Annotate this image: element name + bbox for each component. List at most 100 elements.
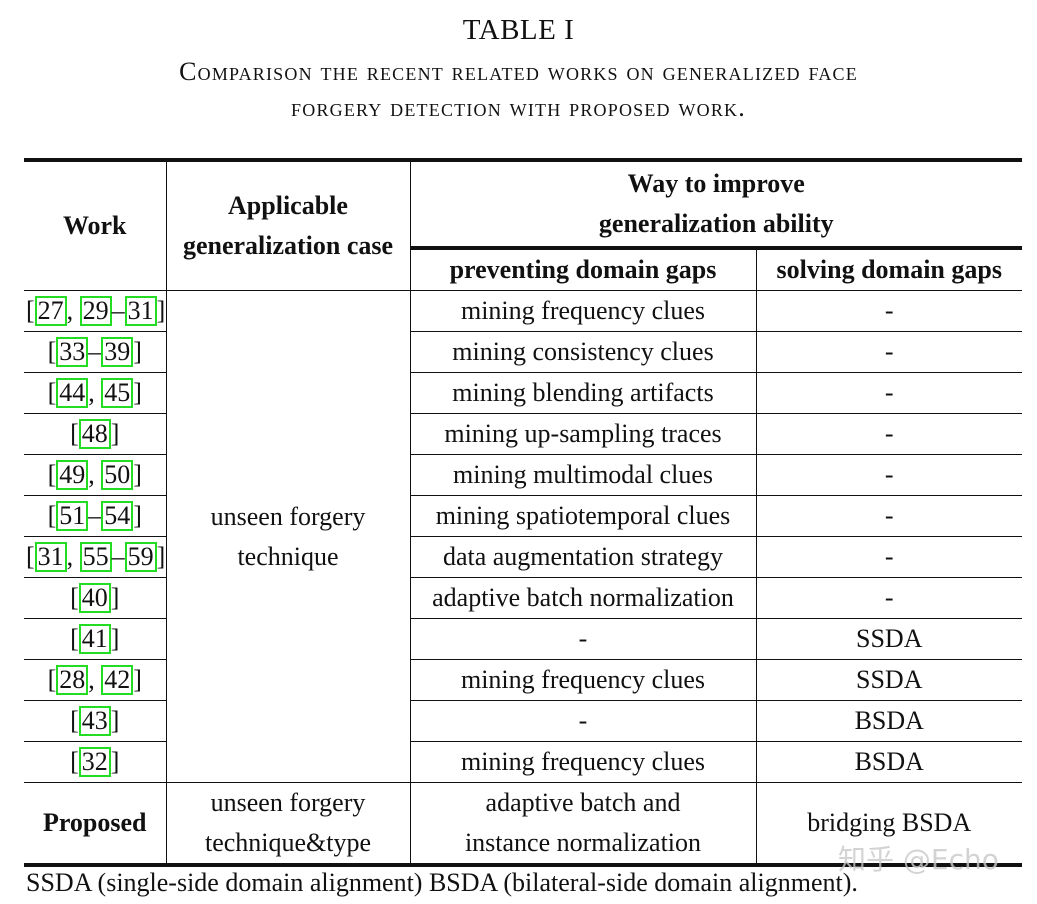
solving-cell: SSDA (755, 659, 1023, 701)
case-line-1: unseen forgery (210, 501, 366, 531)
watermark: 知乎 @Echo (838, 843, 999, 876)
work-cell: [48] (24, 413, 167, 455)
citation-link[interactable]: 39 (101, 337, 134, 367)
work-cell: [40] (24, 577, 167, 619)
citation-separator: – (111, 296, 125, 325)
solving-cell: BSDA (755, 741, 1023, 783)
case-line-2: technique (237, 541, 339, 571)
citation-link[interactable]: 31 (34, 542, 67, 572)
citation-link[interactable]: 59 (124, 542, 157, 572)
citation-separator: – (88, 337, 102, 366)
citation-link[interactable]: 54 (101, 501, 134, 531)
solving-cell: - (755, 331, 1023, 373)
table-body: [27, 29–31] unseen forgery technique mining… (24, 290, 1023, 866)
preventing-cell: mining blending artifacts (409, 372, 757, 414)
preventing-cell: mining spatiotemporal clues (409, 495, 757, 537)
solving-cell: - (755, 495, 1023, 537)
table-row: [27, 29–31] unseen forgery technique mining… (24, 290, 1023, 783)
header-preventing: preventing domain gaps (410, 246, 757, 291)
citation-separator: , (66, 542, 80, 571)
citation-link[interactable]: 27 (34, 296, 67, 326)
proposed-row: Proposed unseen forgery technique&type adap… (24, 782, 1023, 866)
solving-cell: - (755, 536, 1023, 578)
header-way-line-1: Way to improve (627, 169, 805, 198)
proposed-case-line-1: unseen forgery (210, 788, 366, 817)
work-cell: [43] (24, 700, 167, 742)
proposed-preventing-cell: adaptive batch and instance normalization (409, 782, 757, 866)
shared-case-cell: unseen forgery technique (165, 290, 411, 783)
table-row: [40] adaptive batch normalization- (24, 577, 1023, 619)
work-cell: [28, 42] (24, 659, 167, 701)
preventing-cell: data augmentation strategy (409, 536, 757, 578)
work-cell: [44, 45] (24, 372, 167, 414)
proposed-solving-cell: bridging BSDA (755, 782, 1023, 866)
preventing-cell: mining frequency clues (409, 741, 757, 783)
work-cell: [51–54] (24, 495, 167, 537)
work-cell: [33–39] (24, 331, 167, 373)
citation-link[interactable]: 44 (56, 378, 89, 408)
table-row: [49, 50]mining multimodal clues- (24, 454, 1023, 496)
citation-link[interactable]: 51 (56, 501, 89, 531)
citation-link[interactable]: 48 (78, 419, 111, 449)
citation-link[interactable]: 49 (56, 460, 89, 490)
header-way-line-2: generalization ability (598, 209, 834, 238)
preventing-cell: mining consistency clues (409, 331, 757, 373)
solving-cell: BSDA (755, 700, 1023, 742)
preventing-cell: adaptive batch normalization (409, 577, 757, 619)
preventing-cell: - (409, 618, 757, 660)
solving-cell: - (755, 372, 1023, 414)
citation-link[interactable]: 28 (56, 665, 89, 695)
work-cell: [49, 50] (24, 454, 167, 496)
citation-separator: – (111, 542, 125, 571)
comparison-table: Work Applicable generalization case Way … (24, 158, 1023, 867)
citation-link[interactable]: 32 (78, 747, 111, 777)
solving-cell: - (755, 577, 1023, 619)
citation-link[interactable]: 40 (78, 583, 111, 613)
citation-link[interactable]: 41 (78, 624, 111, 654)
work-cell: [41] (24, 618, 167, 660)
citation-link[interactable]: 33 (56, 337, 89, 367)
citation-link[interactable]: 42 (101, 665, 134, 695)
solving-cell: - (755, 290, 1023, 332)
citation-link[interactable]: 29 (79, 296, 112, 326)
table-row: [31, 55–59] data augmentation strategy- (24, 536, 1023, 578)
preventing-cell: mining frequency clues (409, 659, 757, 701)
caption-line-2: forgery detection with proposed work. (291, 93, 746, 122)
work-cell: [27, 29–31] (24, 290, 167, 332)
proposed-work-cell: Proposed (24, 782, 167, 866)
header-applicable-case: Applicable generalization case (165, 159, 411, 291)
citation-link[interactable]: 31 (124, 296, 157, 326)
proposed-case-line-2: technique&type (204, 828, 372, 857)
solving-cell: - (755, 454, 1023, 496)
citation-link[interactable]: 55 (79, 542, 112, 572)
header-solving: solving domain gaps (755, 246, 1023, 291)
citation-link[interactable]: 50 (101, 460, 134, 490)
proposed-preventing-line-2: instance normalization (464, 828, 702, 857)
caption-line-1: Comparison the recent related works on g… (179, 57, 858, 86)
preventing-cell: mining frequency clues (409, 290, 757, 332)
header-case-line-1: Applicable (228, 191, 348, 220)
citation-separator: – (88, 501, 102, 530)
preventing-cell: mining up-sampling traces (409, 413, 757, 455)
citation-separator: , (88, 460, 102, 489)
solving-cell: SSDA (755, 618, 1023, 660)
citation-link[interactable]: 45 (101, 378, 134, 408)
preventing-cell: - (409, 700, 757, 742)
citation-link[interactable]: 43 (78, 706, 111, 736)
table-caption: Comparison the recent related works on g… (0, 54, 1037, 126)
proposed-preventing-line-1: adaptive batch and (485, 788, 681, 817)
table-row: [43] -BSDA (24, 700, 1023, 742)
solving-cell: - (755, 413, 1023, 455)
citation-separator: , (88, 665, 102, 694)
work-cell: [31, 55–59] (24, 536, 167, 578)
proposed-case-cell: unseen forgery technique&type (165, 782, 411, 866)
citation-separator: , (88, 378, 102, 407)
citation-separator: , (66, 296, 80, 325)
table-row: [51–54] mining spatiotemporal clues- (24, 495, 1023, 537)
table-row: [48] mining up-sampling traces- (24, 413, 1023, 455)
header-case-line-2: generalization case (182, 231, 394, 260)
table-footnote: SSDA (single-side domain alignment) BSDA… (26, 868, 858, 897)
header-way-to-improve: Way to improve generalization ability (409, 159, 1023, 249)
